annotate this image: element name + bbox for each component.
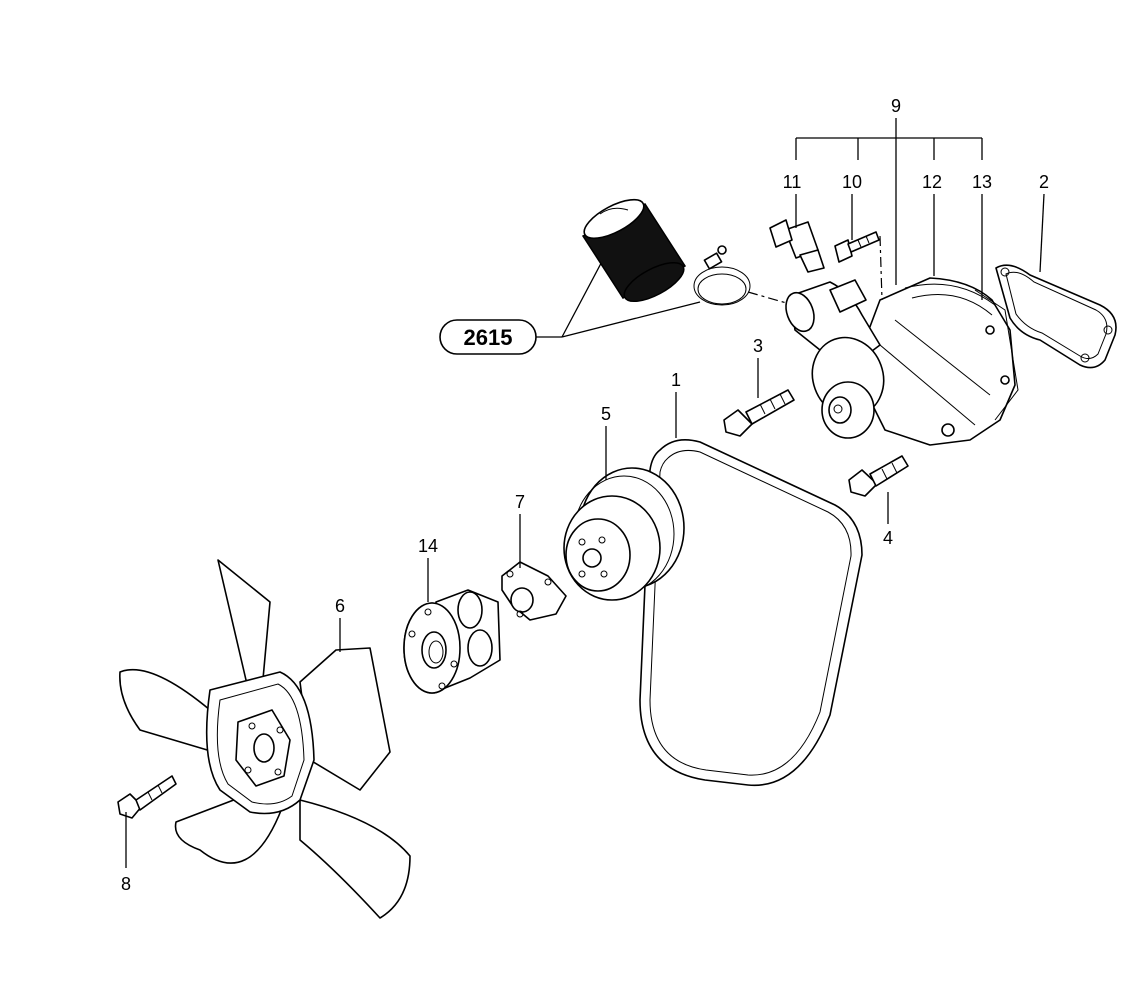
hub-part[interactable] [403, 589, 501, 694]
water-pump-body[interactable] [781, 277, 1019, 446]
small-bolt-part[interactable] [834, 231, 880, 263]
callout-14[interactable]: 14 [418, 536, 438, 556]
bolt-4-part[interactable] [848, 455, 909, 497]
callout-8[interactable]: 8 [121, 874, 131, 894]
callout-2[interactable]: 2 [1039, 172, 1049, 192]
callout-labels: 9 11 10 12 13 2 3 1 5 7 4 14 6 8 [121, 96, 1049, 894]
reference-group: 2615 [439, 251, 701, 355]
fan-part[interactable] [119, 559, 411, 919]
callout-5[interactable]: 5 [601, 404, 611, 424]
callout-6[interactable]: 6 [335, 596, 345, 616]
callout-1[interactable]: 1 [671, 370, 681, 390]
callout-9[interactable]: 9 [891, 96, 901, 116]
bolt-3-part[interactable] [723, 389, 795, 437]
callout-7[interactable]: 7 [515, 492, 525, 512]
callout-4[interactable]: 4 [883, 528, 893, 548]
spacer-part[interactable] [501, 561, 567, 621]
callout-10[interactable]: 10 [842, 172, 862, 192]
bolt-8-part[interactable] [117, 775, 177, 819]
hose-part[interactable] [579, 192, 689, 309]
gasket-part[interactable] [995, 264, 1117, 369]
callout-11[interactable]: 11 [783, 172, 802, 192]
callout-12[interactable]: 12 [922, 172, 942, 192]
hose-clamp-part[interactable] [693, 245, 751, 306]
reference-label: 2615 [464, 325, 513, 350]
callout-13[interactable]: 13 [972, 172, 992, 192]
temperature-sender-part[interactable] [769, 219, 825, 273]
pulley-part[interactable] [563, 467, 685, 601]
callout-3[interactable]: 3 [753, 336, 763, 356]
leader-lines [125, 118, 1045, 868]
